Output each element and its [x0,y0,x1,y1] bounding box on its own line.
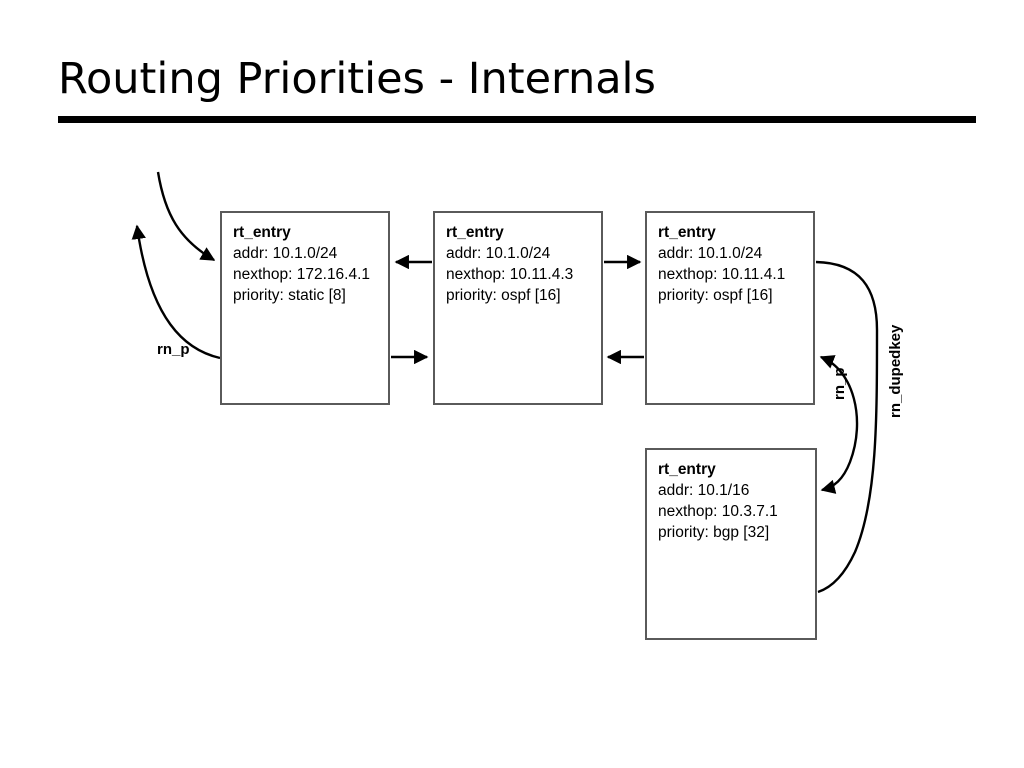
rt-entry-priority: priority: static [8] [233,287,346,304]
rt-entry-nexthop: nexthop: 10.11.4.1 [658,266,786,283]
rt-entry-title: rt_entry [233,224,291,241]
edge-label-rn-p-left: rn_p [157,341,190,358]
edge-label-rn-dupedkey: rn_dupedkey [887,324,904,418]
rt-entry-nexthop: nexthop: 172.16.4.1 [233,266,371,283]
rt-entry-addr: addr: 10.1.0/24 [233,245,338,262]
rt-entry-addr: addr: 10.1.0/24 [446,245,551,262]
page-title: Routing Priorities - Internals [58,54,656,104]
rt-entry-nexthop: nexthop: 10.11.4.3 [446,266,574,283]
rt-entry-box-1[interactable]: rt_entry addr: 10.1.0/24 nexthop: 172.16… [220,211,390,405]
title-underline-rule [58,116,976,123]
edge-label-rn-p-right: rn_p [831,367,848,400]
rt-entry-nexthop: nexthop: 10.3.7.1 [658,503,778,520]
rt-entry-title: rt_entry [446,224,504,241]
rt-entry-box-2[interactable]: rt_entry addr: 10.1.0/24 nexthop: 10.11.… [433,211,603,405]
title-block: Routing Priorities - Internals [58,50,978,108]
rt-entry-box-3[interactable]: rt_entry addr: 10.1.0/24 nexthop: 10.11.… [645,211,815,405]
rt-entry-title: rt_entry [658,224,716,241]
edge-incoming-pointer-into-node-1 [156,171,216,262]
edge-node-3-node-4-rn-dupedkey [815,260,879,594]
rt-entry-title: rt_entry [658,461,716,478]
rt-entry-addr: addr: 10.1/16 [658,482,750,499]
rt-entry-addr: addr: 10.1.0/24 [658,245,763,262]
rt-entry-box-4[interactable]: rt_entry addr: 10.1/16 nexthop: 10.3.7.1… [645,448,817,640]
edge-node-1-back-pointer [131,224,221,360]
rt-entry-priority: priority: ospf [16] [658,287,773,304]
rt-entry-priority: priority: ospf [16] [446,287,561,304]
rt-entry-priority: priority: bgp [32] [658,524,770,541]
